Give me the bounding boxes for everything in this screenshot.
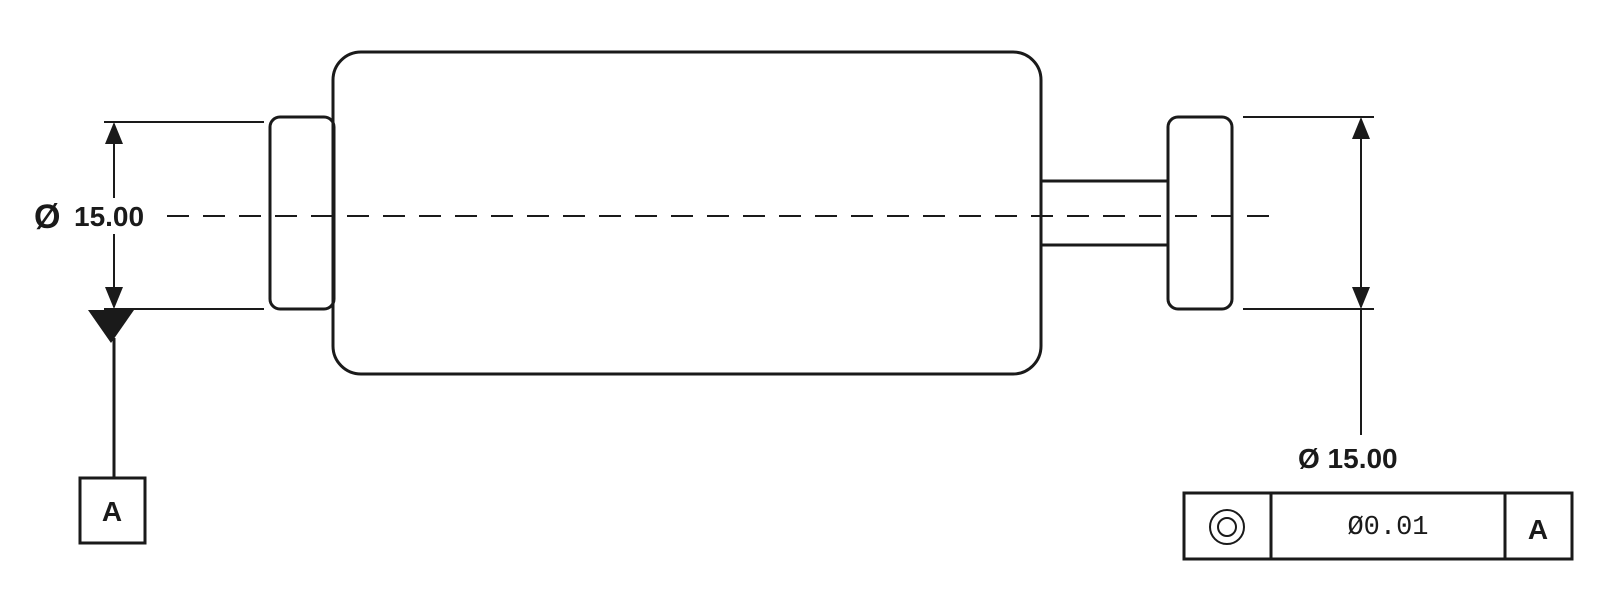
left-dimension-value: 15.00 — [74, 201, 144, 232]
right-dimension — [1243, 116, 1374, 435]
left-arrow-bottom — [105, 287, 123, 309]
left-flange — [268, 115, 336, 311]
concentricity-icon — [1209, 509, 1245, 545]
right-arrow-bottom — [1352, 287, 1370, 309]
left-dimension — [104, 121, 264, 310]
left-arrow-top — [105, 122, 123, 144]
datum-letter: A — [102, 496, 122, 527]
datum-box — [78, 476, 147, 545]
right-flange — [1166, 115, 1234, 311]
right-dimension-label: Ø 15.00 — [1298, 443, 1398, 474]
left-diameter-symbol: Ø — [34, 198, 60, 236]
right-arrow-top — [1352, 117, 1370, 139]
main-body — [331, 50, 1043, 376]
datum-triangle — [88, 310, 134, 343]
part-outline — [268, 50, 1234, 376]
fcf-tolerance: Ø0.01 — [1347, 513, 1428, 543]
fcf-outline — [1182, 491, 1574, 561]
feature-control-frame: Ø0.01 A — [1182, 491, 1574, 561]
datum-feature-symbol: A — [78, 310, 147, 545]
fcf-datum-reference: A — [1528, 514, 1548, 545]
